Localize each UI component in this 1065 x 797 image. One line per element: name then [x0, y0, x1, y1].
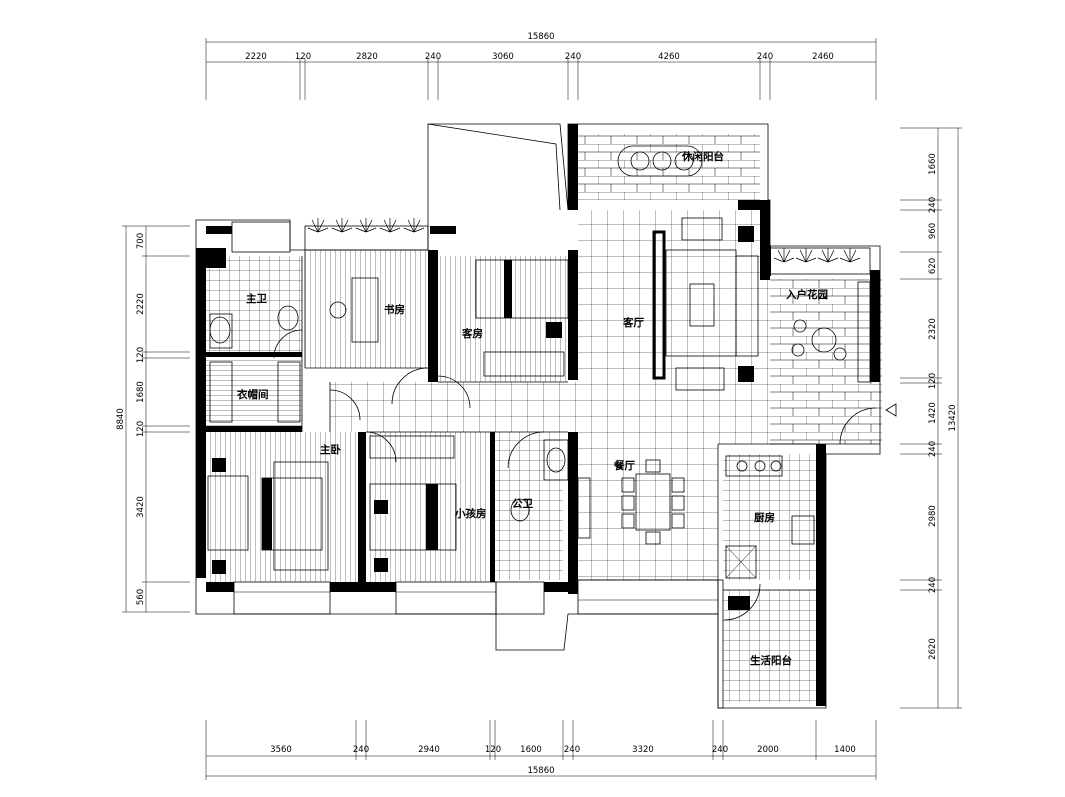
dimension-left: 8840 700 2220 120 1680 120 3420 560	[116, 225, 190, 613]
dim-bottom-seg: 1400	[834, 745, 856, 755]
dim-bottom-total: 15860	[527, 766, 554, 776]
dim-left-seg: 3420	[136, 496, 146, 518]
dim-left-seg: 560	[136, 589, 146, 605]
furniture	[207, 123, 897, 621]
room-label-walk-in-closet: 衣帽间	[237, 388, 269, 401]
dimension-top: 15860 2220 120 2820 240 3060 240 4260 24…	[205, 32, 877, 100]
dim-top-seg: 3060	[492, 52, 514, 62]
dim-bottom-seg: 240	[353, 745, 369, 755]
dim-left-total: 8840	[116, 408, 126, 430]
room-label-kids-room: 小孩房	[454, 507, 487, 520]
room-label-leisure-balcony: 休闲阳台	[681, 150, 724, 163]
dim-top-seg: 120	[295, 52, 311, 62]
room-labels: 休闲阳台 主卫 书房 客房 客厅 入户花园 衣帽间 主卧 餐厅 厨房 小孩房 公…	[237, 150, 828, 667]
dim-left-seg: 120	[136, 421, 146, 437]
dim-top-seg: 240	[565, 52, 581, 62]
dim-right-seg: 1660	[928, 153, 938, 175]
dim-bottom-seg: 2940	[418, 745, 440, 755]
dim-right-seg: 960	[928, 223, 938, 239]
walls	[195, 123, 881, 709]
dim-bottom-seg: 1600	[520, 745, 542, 755]
dim-left-seg: 1680	[136, 381, 146, 403]
dim-right-seg: 620	[928, 258, 938, 274]
room-label-master-bath: 主卫	[246, 292, 267, 305]
room-label-utility-balcony: 生活阳台	[750, 654, 792, 667]
dimension-bottom: 3560 240 2940 120 1600 240 3320 240 2000…	[205, 720, 877, 780]
dim-right-seg: 120	[928, 373, 938, 389]
dim-left-seg: 120	[136, 347, 146, 363]
dim-bottom-seg: 240	[712, 745, 728, 755]
dim-bottom-seg: 3320	[632, 745, 654, 755]
floor-fills	[206, 134, 882, 702]
room-label-entry-garden: 入户花园	[786, 288, 828, 301]
dim-bottom-seg: 3560	[270, 745, 292, 755]
dim-right-seg: 2620	[928, 638, 938, 660]
dim-right-seg: 1420	[928, 402, 938, 424]
room-label-guest-room: 客房	[461, 327, 483, 340]
dim-top-seg: 2460	[812, 52, 834, 62]
room-label-public-bath: 公卫	[512, 498, 533, 510]
room-label-master-bedroom: 主卧	[320, 443, 341, 456]
room-label-living-room: 客厅	[622, 316, 644, 329]
planters	[304, 218, 871, 275]
dim-right-seg: 240	[928, 577, 938, 593]
room-label-kitchen: 厨房	[754, 511, 775, 524]
windows	[231, 221, 724, 709]
dim-left-seg: 2220	[136, 293, 146, 315]
dim-bottom-seg: 240	[564, 745, 580, 755]
dim-top-seg: 2220	[245, 52, 267, 62]
dim-right-total: 13420	[948, 404, 958, 431]
dim-top-seg: 240	[757, 52, 773, 62]
dim-bottom-seg: 2000	[757, 745, 779, 755]
dim-bottom-seg: 120	[485, 745, 501, 755]
dim-right-seg: 2320	[928, 318, 938, 340]
dim-right-seg: 240	[928, 197, 938, 213]
room-label-dining-room: 餐厅	[613, 459, 635, 472]
dim-right-seg: 240	[928, 441, 938, 457]
dim-top-seg: 240	[425, 52, 441, 62]
dim-right-seg: 2980	[928, 505, 938, 527]
dim-top-seg: 4260	[658, 52, 680, 62]
dim-top-total: 15860	[527, 32, 554, 42]
dimension-right: 1660 240 960 620 2320 120 1420 240 2980 …	[900, 127, 962, 709]
dim-top-seg: 2820	[356, 52, 378, 62]
room-label-study: 书房	[384, 303, 405, 316]
dim-left-seg: 700	[136, 233, 146, 249]
